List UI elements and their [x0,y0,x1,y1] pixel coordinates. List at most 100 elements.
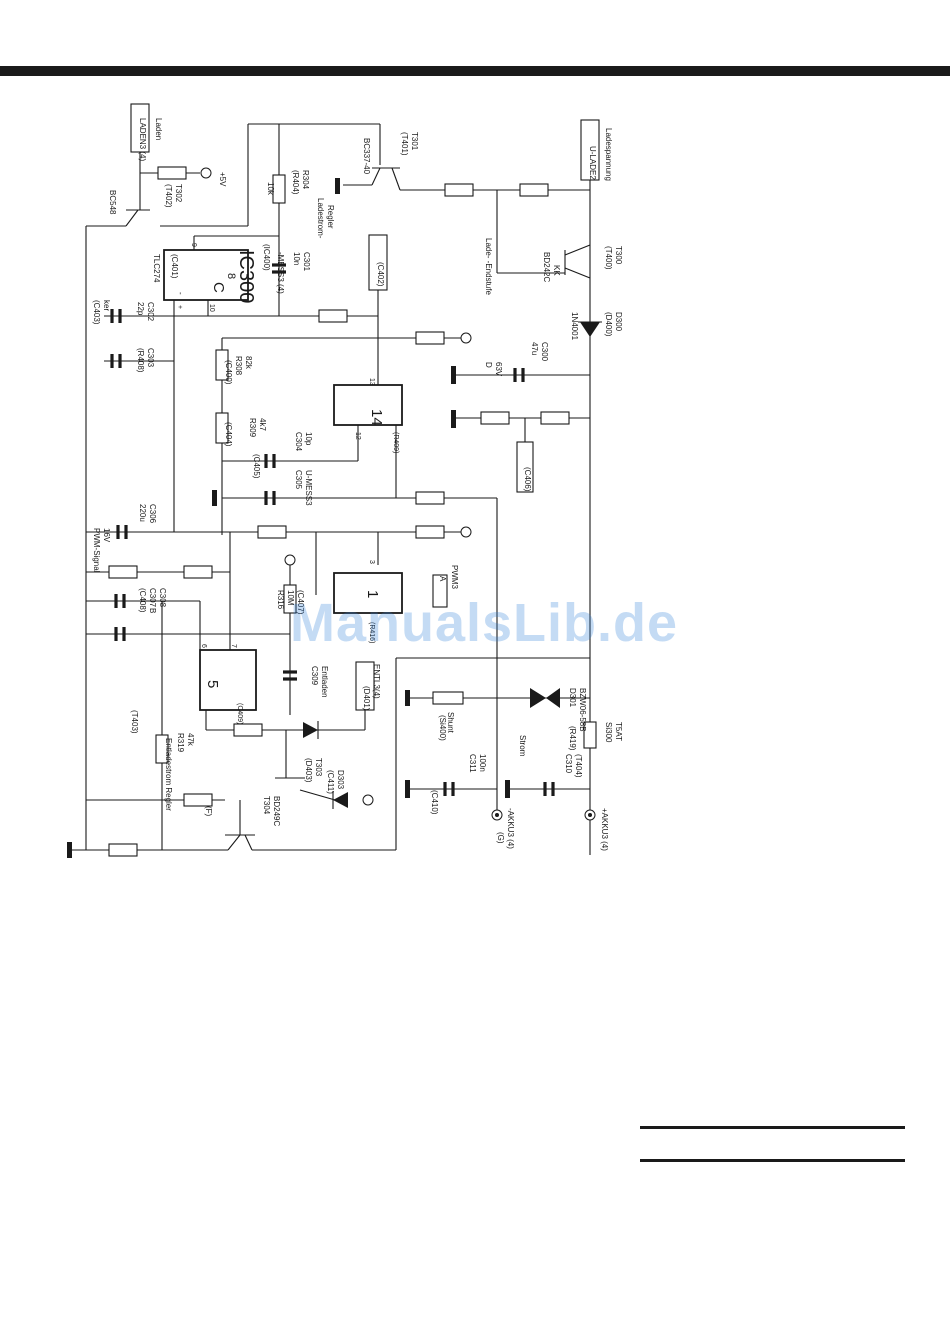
schematic-label: Si300 [604,722,613,743]
schematic-label: BD249C [272,796,281,826]
schematic-label: BD242C [542,252,551,282]
footer-rule-top [640,1126,905,1129]
schematic-label: R308 [234,356,243,376]
schematic-label: +5V [218,172,227,187]
schematic-label: D301 [568,688,577,708]
schematic-label: (C403) [92,300,101,325]
schematic-label: B [148,608,157,613]
schematic-label: 4k7 [258,418,267,431]
schematic-label: 16V [102,528,111,543]
schematic-label: C309 [310,666,319,686]
schematic-label: T304 [262,796,271,815]
schematic-label: C [210,282,227,293]
schematic-label: Ladespannung [604,128,613,181]
schematic-label: 22p [136,302,145,316]
schematic-label: T301 [410,132,419,151]
opamp-blocks [163,249,403,711]
schematic-label: (C409) [236,703,243,724]
schematic-label: C301 [302,252,311,272]
schematic-label: + [176,305,183,309]
schematic-label: (G) [496,832,505,844]
schematic-label: (T404) [574,754,583,778]
schematic-label: (C404) [224,422,233,447]
schematic-label: 1 [364,590,381,598]
schematic-label: C303 [146,348,155,368]
schematic-label: Shunt [446,712,455,734]
schematic-label: (R404) [291,170,300,195]
schematic-label: T300 [614,246,623,265]
schematic-label: BZW06-58B [578,688,587,732]
schematic-label: R316 [276,590,285,610]
schematic-label: 47u [530,342,539,355]
schematic-label: (C402) [376,262,385,287]
schematic-label: (C406) [523,467,532,492]
schematic-label: 10M [286,590,295,606]
schematic-label: 10 [208,304,215,312]
schematic-label: (C411) [326,770,335,794]
schematic-label: 1N4001 [570,312,579,341]
schematic-label: Lade- -Endstufe [484,238,493,295]
schematic-label: 14 [368,409,385,426]
schematic-label: (C408) [138,588,147,613]
schematic-label: C306 [148,504,157,524]
schematic-label: ENTL3(4) [372,664,381,699]
component-labels: LADEN3 (4)Laden(T402)T302BC548+5V(R404)R… [92,118,623,851]
ground-symbols [67,178,510,858]
resistors [108,166,570,857]
schematic-label: PWM3 [450,565,459,590]
schematic-label: 13 [368,378,375,386]
schematic-label: (C410) [430,790,439,815]
schematic-label: R319 [176,733,185,753]
schematic-label: PWM-Signal [92,528,101,573]
schematic-label: 12 [354,432,361,440]
schematic-label: (T403) [130,710,139,734]
schematic-label: (C401) [170,254,179,279]
schematic-label: 100n [478,754,487,772]
schematic-label: KK [552,265,561,276]
schematic-label: (D403) [304,758,313,783]
schematic-label: T302 [174,184,183,203]
schematic-label: Laden [154,118,163,140]
schematic-label: C305 [294,470,303,490]
schematic-label: (C400) [224,360,233,385]
schematic-label: (D400) [604,312,613,337]
supply-terminals [200,167,596,821]
schematic-label: IC300 [235,250,257,303]
schematic-label: D300 [614,312,623,332]
schematic-label: (T402) [164,184,173,208]
schematic-label: 7 [230,644,237,648]
schematic-label: -MESS3 (4) [276,252,285,294]
schematic-label: LADEN3 (4) [138,118,147,161]
schematic-label: TLC274 [152,254,161,283]
schematic-label: (T400) [604,246,613,270]
schematic-label: C311 [468,754,477,773]
schematic-label: BC548 [108,190,117,215]
schematic-label: BC337-40 [362,138,371,175]
schematic-label: (C405) [252,454,261,479]
schematic-label: 82k [244,356,253,370]
schematic-label: (R416) [368,622,375,643]
schematic-label: (R408) [136,348,145,373]
schematic-label: 9 [190,243,197,247]
schematic-label: ker [102,300,111,311]
schematic-label: (C407) [296,590,305,615]
schematic-label: C304 [294,432,303,452]
schematic-label: 10k [266,182,275,196]
schematic-label: 10p [304,432,313,446]
schematic-label: C300 [540,342,549,362]
schematic-label: 6 [200,644,207,648]
schematic-label: 47k [186,733,195,747]
schematic-label: C310 [564,754,573,774]
transistors [125,167,591,851]
schematic-label: Entladen [320,666,329,698]
schematic-label: (F) [204,806,213,817]
schematic-label: Strom [518,735,527,757]
schematic-label: D [484,362,493,368]
schematic-label: R304 [301,170,310,190]
schematic-label: +AKKU3 (4) [600,808,609,851]
schematic-label: U-LADE2 [588,146,597,180]
schematic-label: A [438,576,447,582]
schematic-label: 3 [368,560,375,564]
schematic-label: Entladestrom Regler [164,738,173,811]
